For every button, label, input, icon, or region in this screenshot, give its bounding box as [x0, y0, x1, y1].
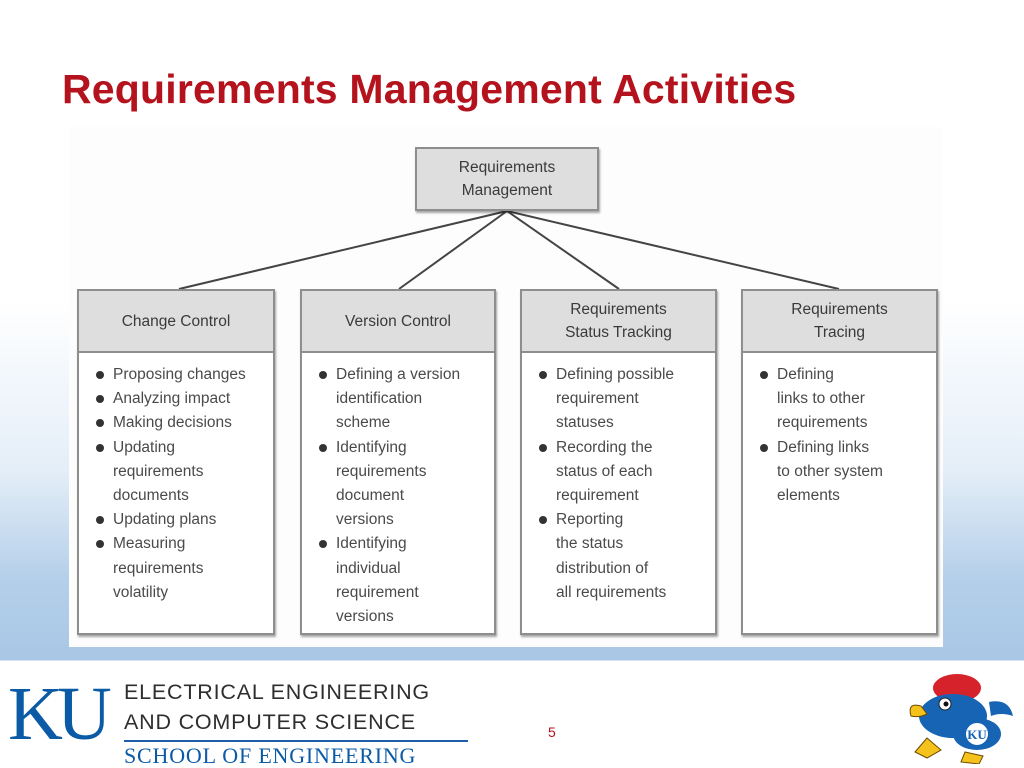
list-item: Recording the status of each requirement	[536, 436, 711, 509]
list-item: Identifying requirements document versio…	[316, 436, 490, 533]
node-heading: Change Control	[79, 291, 273, 353]
ku-logo-mark: KU	[8, 672, 112, 756]
department-name-line1: ELECTRICAL ENGINEERING	[124, 680, 430, 704]
slide-title: Requirements Management Activities	[62, 66, 797, 112]
node-item-list: Defining a version identification scheme…	[302, 353, 494, 629]
connector-version-control	[398, 210, 508, 290]
connector-tracing	[506, 210, 840, 290]
list-item: Proposing changes	[93, 363, 269, 387]
list-item: Identifying individual requirement versi…	[316, 532, 490, 629]
node-heading: Requirements Status Tracking	[522, 291, 715, 353]
node-heading: Version Control	[302, 291, 494, 353]
node-item-list: Defining links to other requirements Def…	[743, 353, 936, 508]
node-requirements-status-tracking: Requirements Status Tracking Defining po…	[520, 289, 717, 635]
footer-divider	[124, 740, 468, 742]
connector-lines	[178, 210, 840, 290]
node-requirements-tracing: Requirements Tracing Defining links to o…	[741, 289, 938, 635]
node-change-control: Change Control Proposing changes Analyzi…	[77, 289, 275, 635]
list-item: Defining links to other system elements	[757, 436, 932, 509]
node-item-list: Proposing changes Analyzing impact Makin…	[79, 353, 273, 605]
list-item: Making decisions	[93, 411, 269, 435]
footer-bar	[0, 661, 1024, 768]
list-item: Defining links to other requirements	[757, 363, 932, 436]
list-item: Defining a version identification scheme	[316, 363, 490, 436]
node-heading: Requirements Tracing	[743, 291, 936, 353]
mascot-badge-text: KU	[967, 727, 987, 742]
jayhawk-mascot-icon: KU	[909, 674, 1013, 764]
list-item: Measuring requirements volatility	[93, 532, 269, 605]
list-item: Defining possible requirement statuses	[536, 363, 711, 436]
root-node-requirements-management: Requirements Management	[415, 147, 599, 211]
list-item: Reporting the status distribution of all…	[536, 508, 711, 605]
list-item: Analyzing impact	[93, 387, 269, 411]
requirements-management-diagram: Requirements Management Change Control P…	[69, 127, 943, 647]
school-name: SCHOOL OF ENGINEERING	[124, 743, 417, 768]
department-name-line2: AND COMPUTER SCIENCE	[124, 710, 416, 734]
node-item-list: Defining possible requirement statuses R…	[522, 353, 715, 605]
node-version-control: Version Control Defining a version ident…	[300, 289, 496, 635]
page-number: 5	[548, 724, 556, 740]
connector-status-tracking	[506, 210, 620, 290]
connector-change-control	[178, 210, 508, 290]
list-item: Updating plans	[93, 508, 269, 532]
list-item: Updating requirements documents	[93, 436, 269, 509]
